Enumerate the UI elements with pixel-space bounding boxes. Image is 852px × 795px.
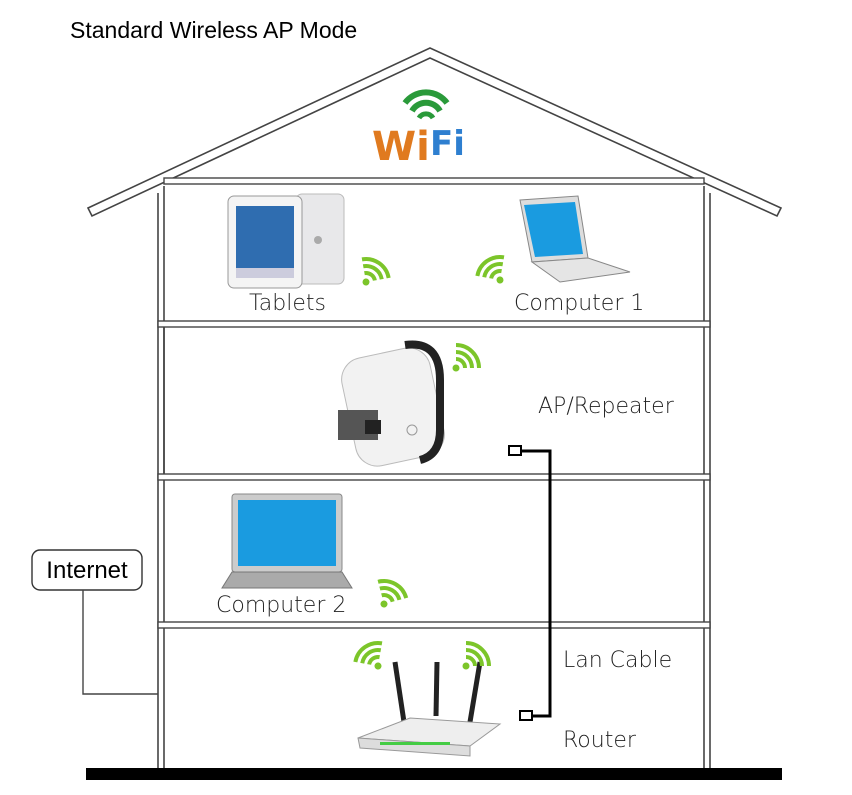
label-computer2: Computer 2: [216, 593, 346, 618]
computer2-laptop-image: [221, 493, 353, 589]
diagram-title: Standard Wireless AP Mode: [70, 17, 357, 43]
internet-box: [31, 549, 143, 591]
ap-repeater-image: [338, 340, 445, 467]
signal-icon: [450, 343, 481, 374]
house-floors: [157, 177, 711, 629]
label-lan-cable: Lan Cable: [563, 648, 672, 673]
signal-icon: [352, 637, 388, 673]
computer1-laptop-image: [519, 195, 631, 283]
svg-text:Wi: Wi: [372, 124, 430, 170]
wifi-logo: Wi Fi: [372, 89, 465, 170]
tablets-image: [227, 193, 345, 289]
label-computer1: Computer 1: [514, 291, 644, 316]
svg-text:Fi: Fi: [430, 124, 465, 164]
internet-line: [82, 590, 158, 695]
label-tablets: Tablets: [249, 291, 326, 316]
lan-cable: [508, 445, 552, 721]
ground-line: [86, 768, 782, 780]
signal-icon: [356, 253, 392, 289]
signal-icon: [460, 641, 491, 672]
label-internet: Internet: [46, 557, 128, 584]
signal-icon: [372, 573, 410, 611]
label-ap-repeater: AP/Repeater: [538, 394, 675, 419]
router-image: [357, 661, 502, 757]
house-roof: [86, 47, 783, 218]
label-router: Router: [563, 728, 637, 753]
signal-icon: [474, 251, 510, 287]
